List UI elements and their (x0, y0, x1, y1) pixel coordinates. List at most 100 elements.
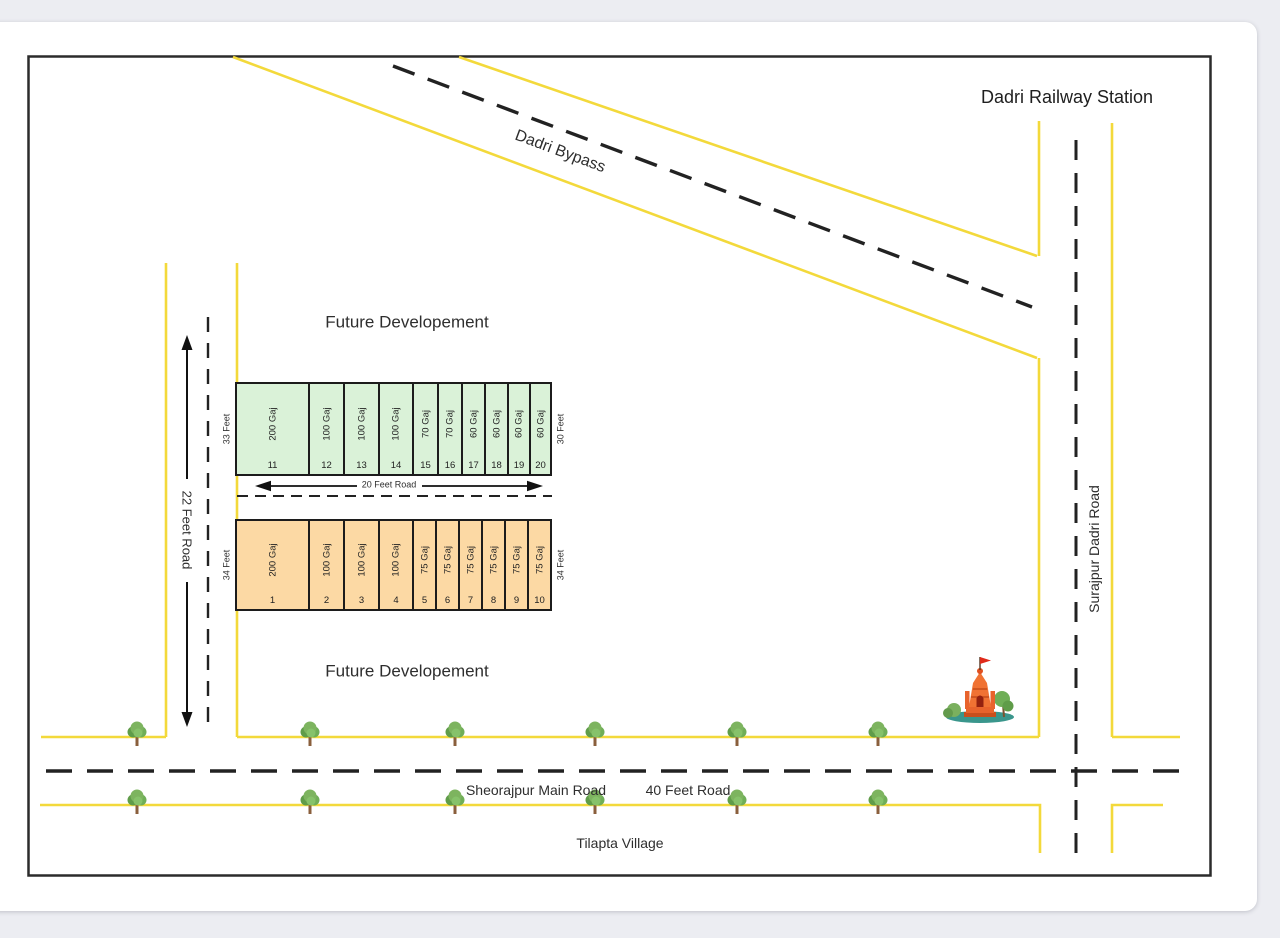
orange-row-right-depth-label: 34 Feet (555, 549, 566, 581)
plot-size-label: 60 Gaj (513, 409, 525, 438)
plot-18: 60 Gaj 18 (484, 384, 507, 474)
arrow-right-head (527, 480, 543, 492)
plot-number: 5 (421, 594, 428, 606)
plot-number: 11 (267, 459, 278, 471)
plot-19: 60 Gaj 19 (507, 384, 529, 474)
tree-icon (445, 789, 465, 814)
plot-size-label: 75 Gaj (533, 545, 545, 574)
plot-number: 12 (321, 459, 332, 471)
tree-row-top (127, 721, 888, 746)
plot-size-label: 200 Gaj (266, 543, 278, 577)
arrow-left-head (255, 480, 271, 492)
arrow-down-head (181, 712, 193, 727)
plot-6: 75 Gaj 6 (435, 521, 458, 609)
plot-size-label: 100 Gaj (390, 406, 402, 441)
orange-plot-row: 200 Gaj 1 100 Gaj 2 100 Gaj 3 100 Gaj 4 … (235, 519, 552, 611)
tree-icon (868, 721, 888, 746)
plot-20: 60 Gaj 20 (529, 384, 550, 474)
temple-icon (943, 657, 1014, 723)
plot-number: 19 (513, 459, 525, 471)
plot-7: 75 Gaj 7 (458, 521, 481, 609)
plot-number: 20 (535, 459, 546, 471)
bypass-lower-edge (232, 55, 1038, 360)
plot-size-label: 75 Gaj (418, 545, 430, 574)
plot-size-label: 75 Gaj (441, 545, 453, 574)
plot-number: 13 (356, 459, 367, 471)
plot-number: 9 (513, 594, 520, 606)
tree-icon (127, 721, 147, 746)
plot-number: 17 (468, 459, 479, 471)
bypass-upper-edge (458, 55, 1038, 258)
plot-size-label: 60 Gaj (534, 409, 546, 438)
plot-number: 10 (534, 594, 545, 606)
plot-13: 100 Gaj 13 (343, 384, 378, 474)
arrow-up-head (181, 335, 193, 350)
future-development-bottom-label: Future Developement (325, 661, 489, 681)
plot-size-label: 70 Gaj (419, 409, 431, 438)
main-road-name-label: Sheorajpur Main Road (465, 782, 607, 798)
tree-icon (727, 721, 747, 746)
tree-icon (127, 789, 147, 814)
main-road-width-label: 40 Feet Road (645, 782, 731, 798)
plot-size-label: 60 Gaj (467, 409, 479, 438)
tree-icon (300, 721, 320, 746)
plot-17: 60 Gaj 17 (461, 384, 484, 474)
plot-size-label: 70 Gaj (444, 409, 456, 438)
roads-layer (27, 55, 1212, 877)
plot-number: 6 (444, 594, 451, 606)
page-card (0, 22, 1257, 911)
plot-size-label: 100 Gaj (355, 406, 367, 441)
dashed-centerlines (46, 64, 1183, 863)
plot-number: 15 (420, 459, 431, 471)
plot-3: 100 Gaj 3 (343, 521, 378, 609)
plot-number: 7 (467, 594, 474, 606)
plot-size-label: 100 Gaj (320, 543, 332, 577)
plot-size-label: 100 Gaj (390, 543, 402, 577)
plot-10: 75 Gaj 10 (527, 521, 550, 609)
plot-number: 1 (269, 594, 276, 606)
tree-icon (300, 789, 320, 814)
plot-number: 2 (323, 594, 330, 606)
plot-14: 100 Gaj 14 (378, 384, 412, 474)
yellow-road-edges (40, 55, 1180, 853)
plot-number: 18 (491, 459, 502, 471)
plot-size-label: 60 Gaj (490, 409, 502, 438)
plot-16: 70 Gaj 16 (437, 384, 461, 474)
green-plot-row: 200 Gaj 11 100 Gaj 12 100 Gaj 13 100 Gaj… (235, 382, 552, 476)
plot-size-label: 75 Gaj (487, 545, 499, 574)
surajpur-road-label: Surajpur Dadri Road (1086, 485, 1102, 613)
tree-icon (445, 721, 465, 746)
dimension-arrows (181, 335, 543, 727)
plot-size-label: 75 Gaj (510, 545, 522, 574)
orange-row-left-depth-label: 34 Feet (221, 549, 232, 581)
plot-number: 4 (393, 594, 399, 606)
plot-size-label: 75 Gaj (464, 545, 476, 574)
bypass-centerline (392, 64, 1033, 309)
plot-size-label: 100 Gaj (355, 543, 367, 577)
plot-number: 14 (390, 459, 402, 471)
plot-size-label: 100 Gaj (320, 406, 332, 441)
station-label: Dadri Railway Station (980, 87, 1154, 107)
plot-1: 200 Gaj 1 (237, 521, 308, 609)
plot-size-label: 200 Gaj (266, 406, 278, 441)
plot-4: 100 Gaj 4 (378, 521, 412, 609)
plot-2: 100 Gaj 2 (308, 521, 343, 609)
plot-5: 75 Gaj 5 (412, 521, 435, 609)
main-road-bottom-edge-w (40, 803, 1042, 853)
plot-8: 75 Gaj 8 (481, 521, 504, 609)
left-road-label: 22 Feet Road (179, 490, 195, 570)
plot-number: 16 (444, 459, 456, 471)
plots-road-label: 20 Feet Road (361, 479, 417, 490)
future-development-top-label: Future Developement (325, 312, 489, 332)
tree-icon (585, 721, 605, 746)
plot-number: 3 (358, 594, 365, 606)
main-road-bottom-edge-e (1110, 803, 1163, 853)
green-row-right-depth-label: 30 Feet (555, 413, 566, 445)
site-plan-map: Dadri Railway Station Dadri Bypass Suraj… (27, 55, 1212, 877)
plot-12: 100 Gaj 12 (308, 384, 343, 474)
plot-number: 8 (490, 594, 497, 606)
plot-11: 200 Gaj 11 (237, 384, 308, 474)
plot-15: 70 Gaj 15 (412, 384, 437, 474)
green-row-left-depth-label: 33 Feet (221, 413, 232, 445)
plot-9: 75 Gaj 9 (504, 521, 527, 609)
